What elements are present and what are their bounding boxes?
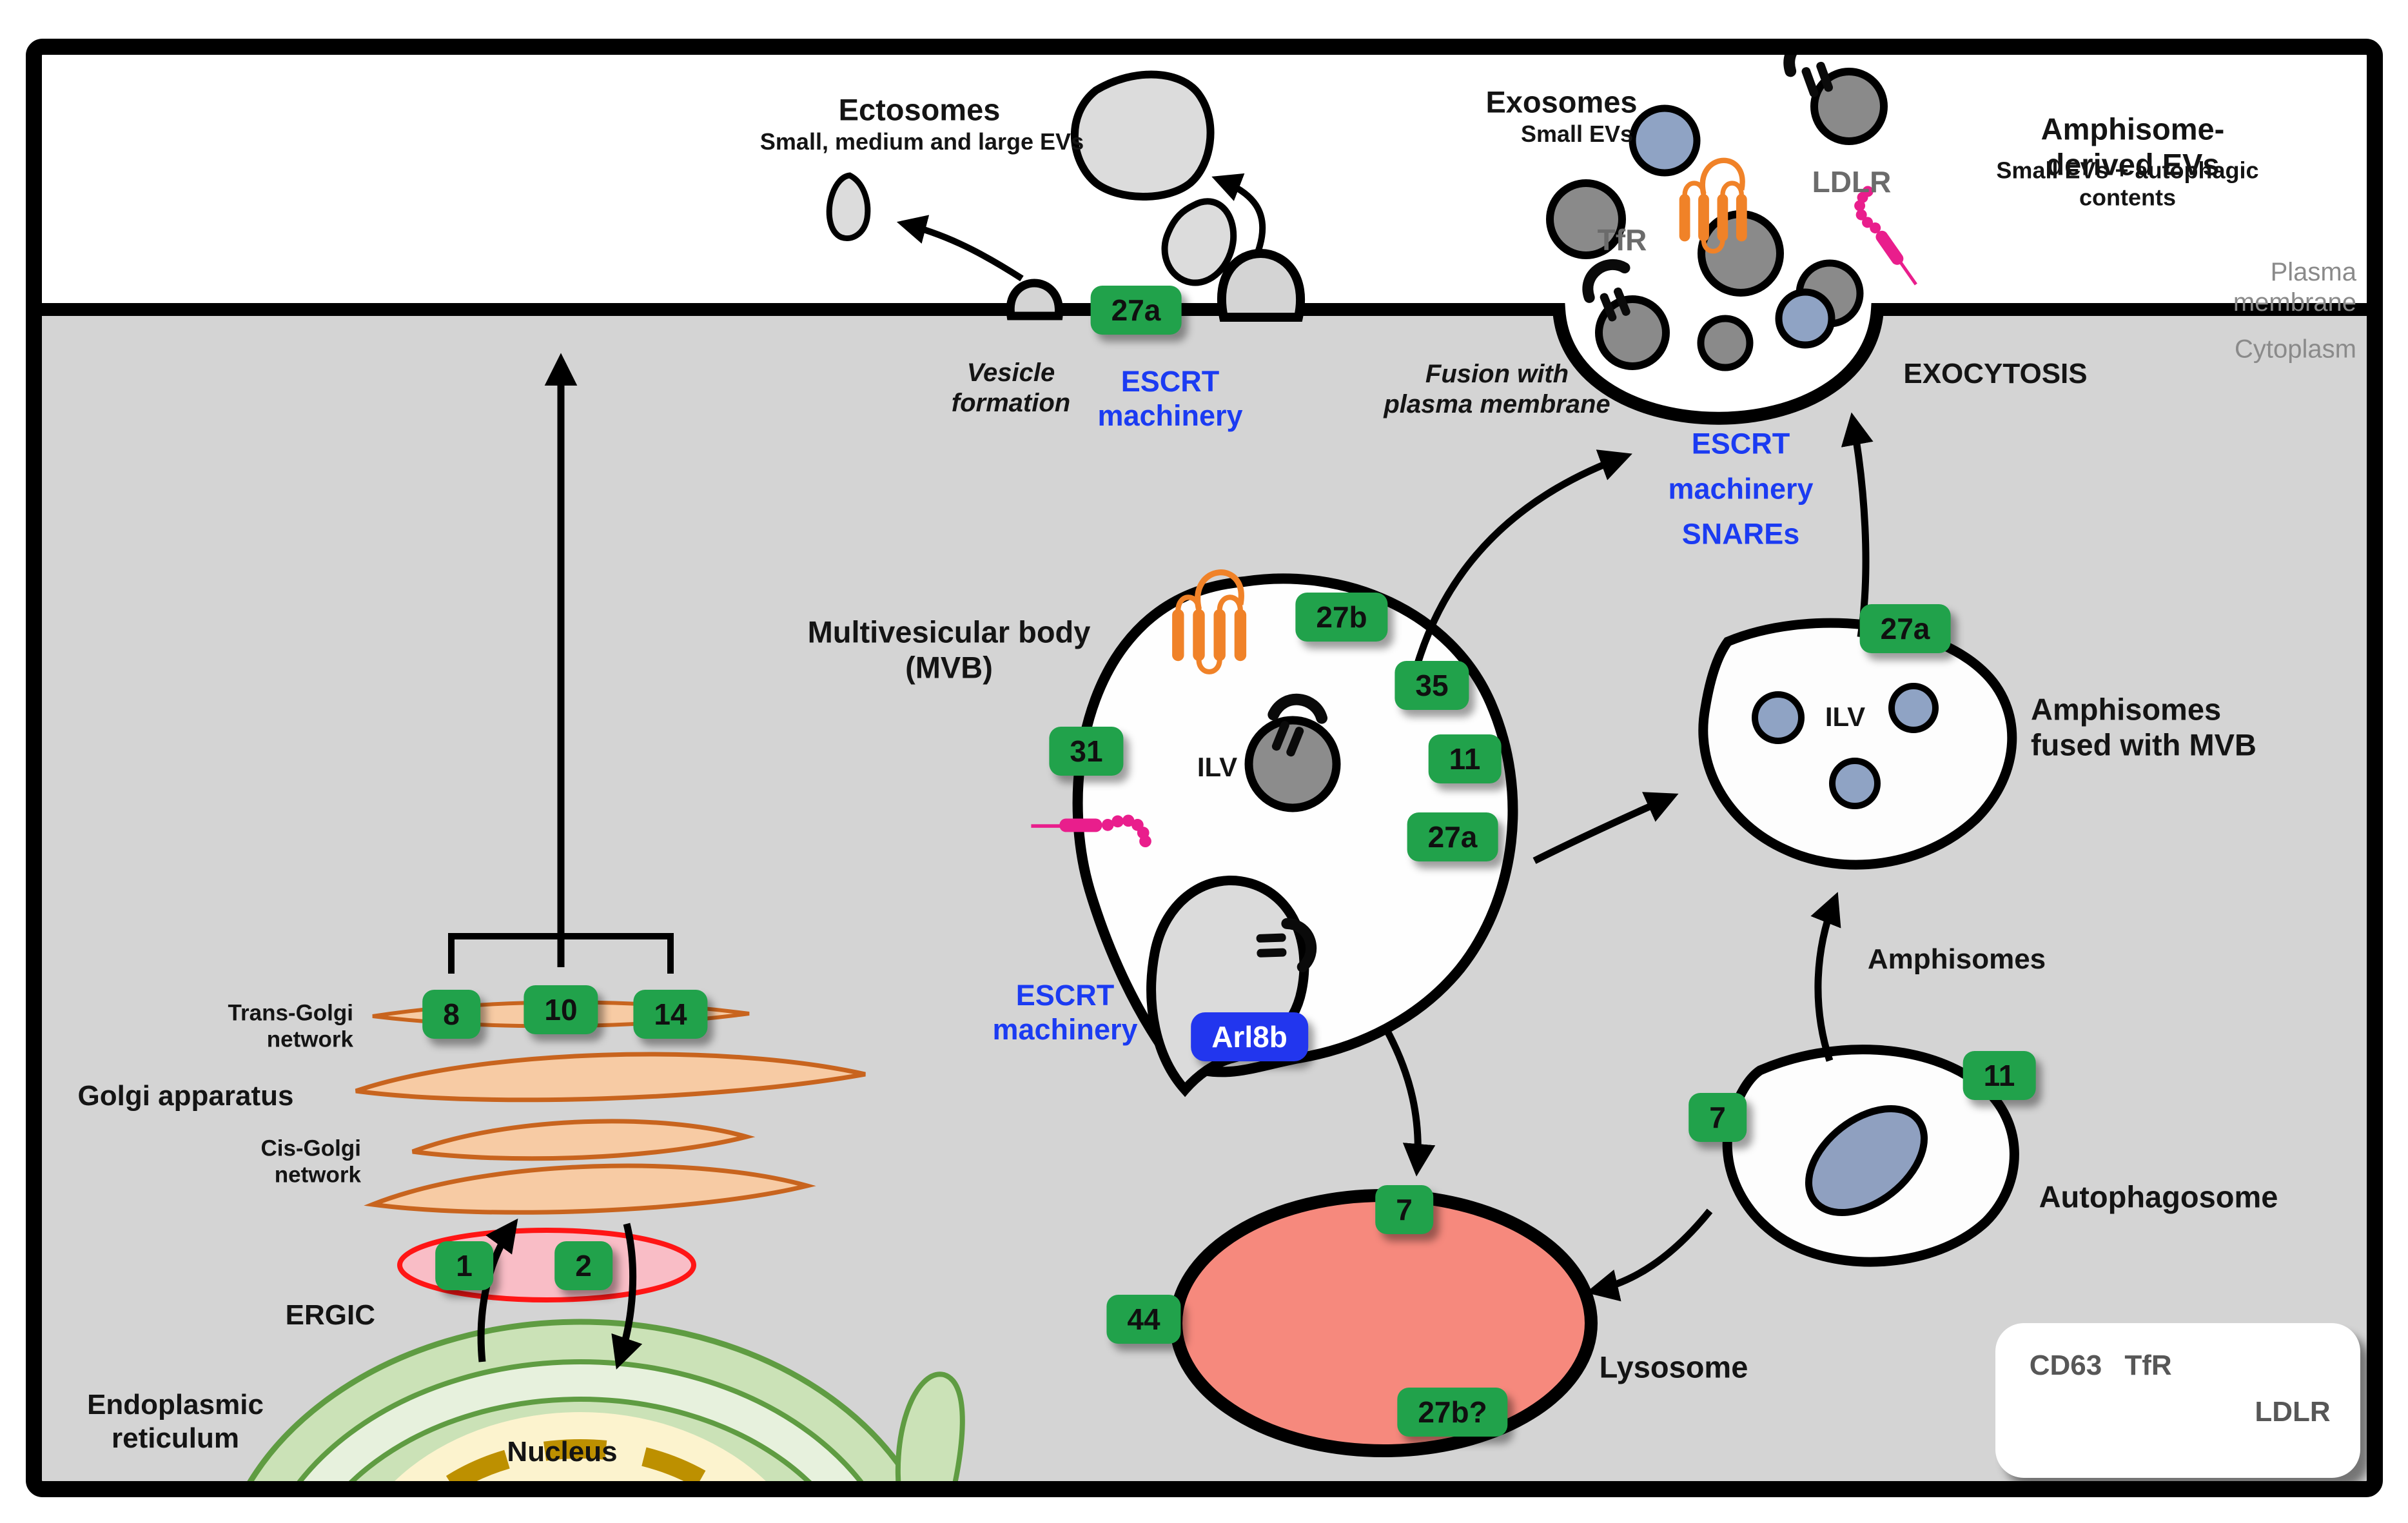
badge-7-lysosome: 7 [1375, 1185, 1433, 1234]
exosomes-title: Exosomes [1485, 84, 1638, 119]
arrow-ectosome-left [896, 215, 1024, 282]
amphisome-ilv-label: ILV [1825, 702, 1866, 732]
ectosome-small [826, 172, 871, 241]
badge-8-golgi: 8 [422, 990, 480, 1039]
escrt-machinery-mvb-label: ESCRT machinery [992, 978, 1138, 1046]
margin-mask [0, 0, 26, 1523]
cytoplasm-label: Cytoplasm [2235, 335, 2356, 364]
mvb-ilv-vesicle [1244, 716, 1341, 812]
membrane-bud-right [1217, 249, 1305, 322]
badge-14-golgi: 14 [633, 990, 708, 1039]
escrt-snares-label: ESCRT machinery SNAREs [1668, 427, 1814, 550]
badge-27a-membrane: 27a [1090, 286, 1182, 335]
fusion-label: Fusion with plasma membrane [1384, 359, 1610, 418]
arrow-mvb-to-lysosome [1382, 1025, 1436, 1177]
golgi-cisterna [355, 1052, 866, 1103]
arrow-autophagosome-to-lysosome [1585, 1208, 1713, 1302]
exosome-vesicle [1546, 179, 1626, 259]
badge-11-mvb: 11 [1428, 734, 1502, 783]
er-extension [895, 1371, 965, 1511]
margin-mask [0, 0, 2408, 39]
badge-27b-mvb: 27b [1295, 593, 1388, 642]
autophagosome-cargo [1805, 1105, 1928, 1217]
legend-box [1995, 1323, 2360, 1478]
legend-cd63-label: CD63 [2029, 1350, 2102, 1382]
badge-2-ergic: 2 [554, 1241, 612, 1290]
badge-27a-amphisome: 27a [1859, 604, 1951, 653]
plasma-membrane-label: Plasma membrane [2233, 257, 2357, 317]
legend-ldlr-label: LDLR [2255, 1396, 2331, 1428]
badge-11-autophagosome: 11 [1963, 1051, 2036, 1100]
tfr-label: TfR [1597, 222, 1647, 257]
amphisome-fused-body [1698, 618, 2017, 870]
golgi-cisterna [411, 1119, 756, 1161]
badge-35-mvb: 35 [1395, 661, 1469, 710]
margin-mask [2383, 0, 2408, 1523]
badge-7-autophagosome: 7 [1689, 1093, 1747, 1142]
ergic-label: ERGIC [285, 1299, 375, 1331]
nucleus-label: Nucleus [507, 1436, 618, 1468]
autophagosome-label: Autophagosome [2039, 1179, 2278, 1214]
trans-golgi-label: Trans-Golgi network [228, 1000, 353, 1052]
amphisome-ilv [1829, 758, 1881, 809]
badge-27b-lysosome: 27b? [1397, 1388, 1508, 1437]
arrow-mvb-to-amphisome [1532, 792, 1679, 864]
exocytosis-label: EXOCYTOSIS [1903, 358, 2088, 390]
exosomes-subtitle: Small EVs [1520, 120, 1634, 147]
badge-44-lysosome: 44 [1106, 1295, 1181, 1344]
amphisome-ilv [1752, 691, 1805, 744]
lysosome-label: Lysosome [1599, 1350, 1748, 1384]
escrt-machinery-pm-label: ESCRT machinery [1097, 364, 1243, 432]
mvb-title: Multivesicular body (MVB) [807, 614, 1091, 685]
badge-1-ergic: 1 [435, 1241, 493, 1290]
arrow-ectosome-right [1211, 173, 1266, 251]
ectosome-medium [1161, 198, 1237, 286]
amphisomes-fused-label: Amphisomes fused with MVB [2031, 692, 2256, 762]
ectosomes-title: Ectosomes [838, 92, 1001, 127]
plasma-membrane-line [41, 303, 2367, 425]
cis-golgi-label: Cis-Golgi network [260, 1135, 361, 1188]
ectosomes-subtitle: Small, medium and large EVs [759, 128, 1084, 155]
amphisome-evs-title: Amphisome-derived EVs [2041, 112, 2225, 182]
badge-10-golgi: 10 [524, 985, 598, 1034]
badge-arl8b: Arl8b [1191, 1012, 1308, 1061]
nuclear-envelope [395, 1439, 765, 1523]
badge-27a-mvb: 27a [1407, 812, 1498, 861]
exosome-vesicle-blue [1629, 104, 1701, 177]
membrane-bud-left [1006, 279, 1063, 320]
amphisome-ilv [1888, 683, 1939, 733]
badge-31-mvb: 31 [1049, 727, 1124, 776]
arrow-autophagosome-to-amphisome [1810, 892, 1841, 1062]
arrow-golgi-to-er [611, 1223, 643, 1370]
ectosome-large [1071, 70, 1215, 201]
cup-vesicle [1697, 315, 1754, 371]
margin-mask [0, 1497, 2408, 1523]
ldlr-icon [1845, 184, 1932, 291]
legend-tfr-label: TfR [2124, 1350, 2172, 1382]
golgi-apparatus-label: Golgi apparatus [77, 1080, 294, 1112]
mvb-ilv-label: ILV [1197, 752, 1238, 783]
amphisome-evs-subtitle: Small EVs + autophagic contents [1996, 157, 2259, 211]
cup-vesicle-blue [1775, 288, 1835, 349]
arrow-mvb-to-membrane [1413, 449, 1632, 667]
cis-golgi-cisterna [364, 1163, 816, 1215]
vesicle-formation-label: Vesicle formation [951, 358, 1071, 417]
amphisomes-arrow-label: Amphisomes [1867, 943, 2046, 976]
ldlr-label: LDLR [1812, 164, 1892, 199]
er-label: Endoplasmic reticulum [87, 1389, 264, 1454]
